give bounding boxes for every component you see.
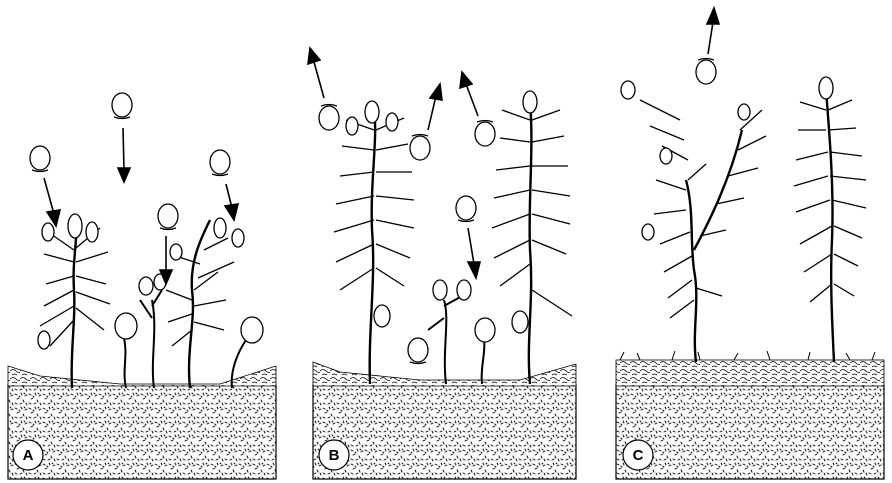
arrow-icon xyxy=(705,5,721,55)
seed-capsule-icon xyxy=(318,103,496,365)
panel-c-label: C xyxy=(633,447,644,464)
panel-b: B xyxy=(307,46,577,480)
plant-frond-icon xyxy=(491,90,573,385)
plant-frond-icon xyxy=(114,273,167,389)
plant-frond-icon xyxy=(620,80,767,363)
seed-capsule-icon xyxy=(695,57,717,85)
arrow-icon xyxy=(307,46,482,281)
sediment-block xyxy=(312,384,577,480)
plant-frond-icon xyxy=(333,100,415,385)
plant-frond-icon xyxy=(165,217,264,389)
panel-a: A xyxy=(7,92,277,480)
panel-c: C xyxy=(615,5,885,480)
litter-layer xyxy=(312,361,577,387)
plant-frond-icon xyxy=(793,76,867,363)
litter-layer xyxy=(7,365,277,387)
plant-frond-icon xyxy=(37,213,111,389)
sediment-block xyxy=(615,384,885,480)
panel-b-label: B xyxy=(329,447,340,464)
plant-frond-icon xyxy=(427,279,496,385)
litter-layer xyxy=(615,359,885,387)
panel-a-label: A xyxy=(23,447,34,464)
seed-capsule-icon xyxy=(29,92,231,231)
sediment-block xyxy=(7,384,277,480)
arrow-icon xyxy=(43,127,240,287)
